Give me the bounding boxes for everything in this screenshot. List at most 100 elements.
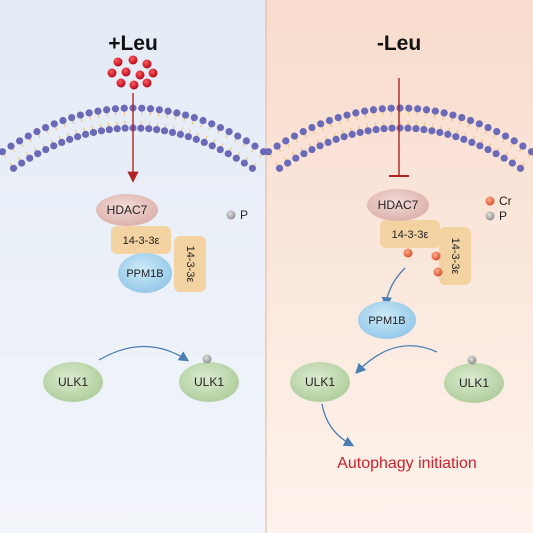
lipid-head (431, 107, 439, 115)
lipid-head (50, 142, 58, 150)
adaptor-14-3-3-a-right-label: 14-3-3ε (392, 229, 429, 241)
phospho-legend-icon (226, 210, 236, 220)
lipid-head (232, 154, 240, 162)
lipid-head (334, 113, 342, 122)
lipid-head (76, 111, 85, 119)
lipid-head (519, 142, 527, 150)
lipid-head (7, 142, 15, 150)
lipid-head (484, 145, 492, 154)
right-legend: Cr P (485, 194, 512, 223)
left-complex: 14-3-3ε 14-3-3ε HDAC7 PPM1B (96, 194, 206, 293)
lipid-head (42, 145, 50, 154)
lipid-head (332, 135, 340, 143)
left-ulk1-section: ULK1 ULK1 (43, 345, 239, 402)
ulk1-right-panel-right-label: ULK1 (459, 376, 489, 390)
lipid-head (369, 106, 378, 114)
lipid-head (444, 130, 452, 138)
lipid-head (466, 116, 475, 125)
lipid-head (348, 130, 356, 138)
lipid-head (508, 159, 516, 167)
lipid-head (422, 106, 431, 114)
lipid-head (396, 104, 404, 112)
lipid-head (192, 135, 200, 143)
lipid-head (216, 145, 224, 154)
right-ulk1-section: ULK1 ULK1 (290, 345, 504, 447)
lipid-head (89, 128, 98, 137)
lipid-head (153, 125, 161, 134)
lipid-head (352, 109, 360, 117)
lipid-head (299, 128, 307, 136)
lipid-head (364, 127, 372, 135)
lipid-head (361, 107, 369, 115)
lipid-head (458, 113, 466, 122)
ulk1-phospho-group-right (467, 355, 477, 365)
lipid-head (85, 109, 93, 117)
lipid-head (200, 138, 208, 146)
lipid-head (527, 148, 533, 156)
phosphorylation-arrow (98, 345, 190, 362)
adaptor-14-3-3-b-right (439, 227, 471, 285)
lipid-head (58, 138, 66, 146)
cell-membrane-left (0, 104, 268, 172)
phospho-legend-label: P (240, 208, 248, 222)
lipid-head (452, 133, 460, 141)
lipid-head (282, 137, 290, 145)
lipid-head (33, 128, 41, 136)
lipid-head (308, 145, 316, 154)
crotonylation-site (403, 248, 413, 258)
lipid-head (290, 132, 299, 140)
lipid-head (404, 124, 412, 132)
lipid-head (292, 154, 300, 162)
lipid-head (476, 142, 484, 150)
adaptor-14-3-3-a-right (380, 220, 440, 248)
lipid-head (138, 104, 146, 112)
autophagy-arrow (321, 403, 355, 447)
lipid-head (468, 138, 476, 147)
lipid-head (372, 125, 380, 134)
lipid-head (168, 128, 177, 137)
ulk1-right-label: ULK1 (194, 375, 224, 389)
adaptor-14-3-3-a (111, 226, 171, 254)
lipid-head (176, 130, 185, 138)
lipid-head (190, 114, 198, 122)
lipid-head (103, 106, 111, 114)
lipid-head (81, 130, 90, 138)
left-legend: P (226, 208, 248, 222)
lipid-head (492, 150, 500, 158)
lipid-head (94, 107, 102, 115)
adaptor-14-3-3-b (174, 236, 206, 292)
phospho-legend-label-right: P (499, 209, 507, 223)
ulk1-phosphorylated-right (444, 363, 504, 403)
ppm1b-right-label: PPM1B (368, 315, 405, 327)
lipid-head (324, 138, 332, 147)
lipid-head (184, 133, 192, 141)
lipid-head (34, 150, 42, 158)
lipid-head (420, 125, 428, 134)
lipid-head (59, 116, 67, 125)
lipid-head (208, 142, 216, 150)
lipid-head (387, 104, 395, 112)
lipid-head (251, 142, 259, 150)
adaptor-14-3-3-b-label: 14-3-3ε (184, 246, 196, 283)
lipid-head (405, 104, 413, 112)
hdac7-label: HDAC7 (107, 203, 148, 217)
lipid-head (216, 123, 225, 132)
lipid-head (436, 128, 444, 137)
cell-membrane-right (264, 104, 533, 172)
lipid-head (493, 128, 501, 136)
lipid-head (199, 116, 207, 125)
lipid-head (24, 132, 32, 140)
lipid-head (97, 127, 106, 135)
lipid-head (16, 137, 24, 145)
ulk1-dephosphorylated (290, 362, 350, 402)
lipid-head (164, 107, 172, 115)
lipid-head (66, 135, 74, 143)
lipid-head (356, 128, 364, 137)
lipid-head (208, 120, 216, 128)
lipid-head (273, 142, 281, 150)
lipid-head (412, 125, 420, 133)
leucine-molecules (107, 55, 158, 90)
right-panel-title: -Leu (377, 32, 421, 55)
lipid-head (113, 125, 121, 133)
